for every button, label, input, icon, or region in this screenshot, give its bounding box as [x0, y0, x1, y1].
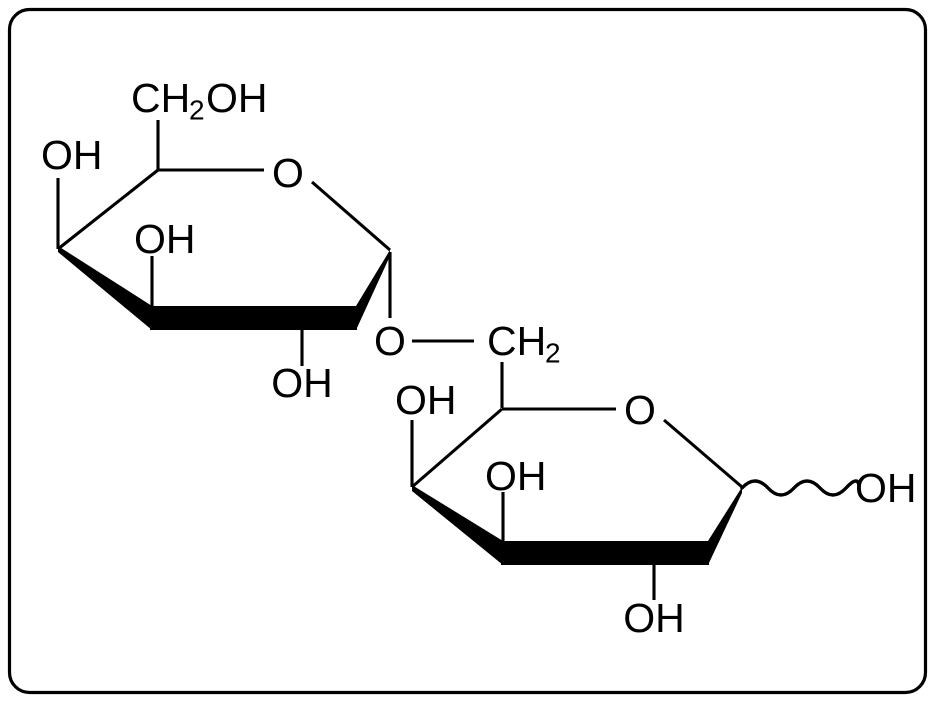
label-ch2oh-top: CH 2 OH: [131, 75, 268, 126]
label-ch2-subscript: 2: [545, 338, 561, 369]
label-oh-top-c2: OH: [271, 360, 333, 406]
label-oh-bottom-c2: OH: [623, 595, 685, 641]
bond-bottom-ring-o-to-c1: [662, 418, 744, 489]
label-ch2-bottom: CH 2: [487, 318, 561, 369]
bond-top-c5-to-c4: [57, 168, 159, 251]
bond-bottom-c3-to-c2-front-edge: [501, 541, 709, 565]
label-oh-top-c4: OH: [41, 132, 103, 178]
figure-border: [7, 7, 928, 695]
label-oh-bottom-c3: OH: [485, 453, 547, 499]
bond-bottom-c2-to-c1-wedge: [708, 487, 742, 565]
label-ch2-ch: CH: [487, 318, 546, 364]
label-ring-oxygen-bottom: O: [624, 387, 656, 433]
bond-bottom-c1-to-oh-wavy: [740, 479, 861, 497]
label-glycosidic-oxygen: O: [374, 318, 406, 364]
label-ch2oh-subscript: 2: [189, 95, 205, 126]
bond-top-ring-o-to-c1: [310, 180, 392, 252]
label-oh-top-c3: OH: [134, 216, 196, 262]
label-ring-oxygen-top: O: [272, 150, 304, 196]
bond-bottom-c4-to-c3-wedge: [412, 485, 503, 565]
label-ch2oh-ch: CH: [131, 75, 190, 121]
label-oh-bottom-anomeric: OH: [855, 465, 917, 511]
bond-top-c3-to-c2-front-edge: [150, 306, 357, 330]
label-oh-bottom-c4: OH: [395, 377, 457, 423]
label-ch2oh-oh: OH: [206, 75, 268, 121]
bond-bottom-c5-to-c4: [410, 407, 504, 489]
bond-top-c4-to-c3-wedge: [58, 246, 152, 330]
bond-top-c2-to-c1-wedge: [356, 250, 390, 330]
